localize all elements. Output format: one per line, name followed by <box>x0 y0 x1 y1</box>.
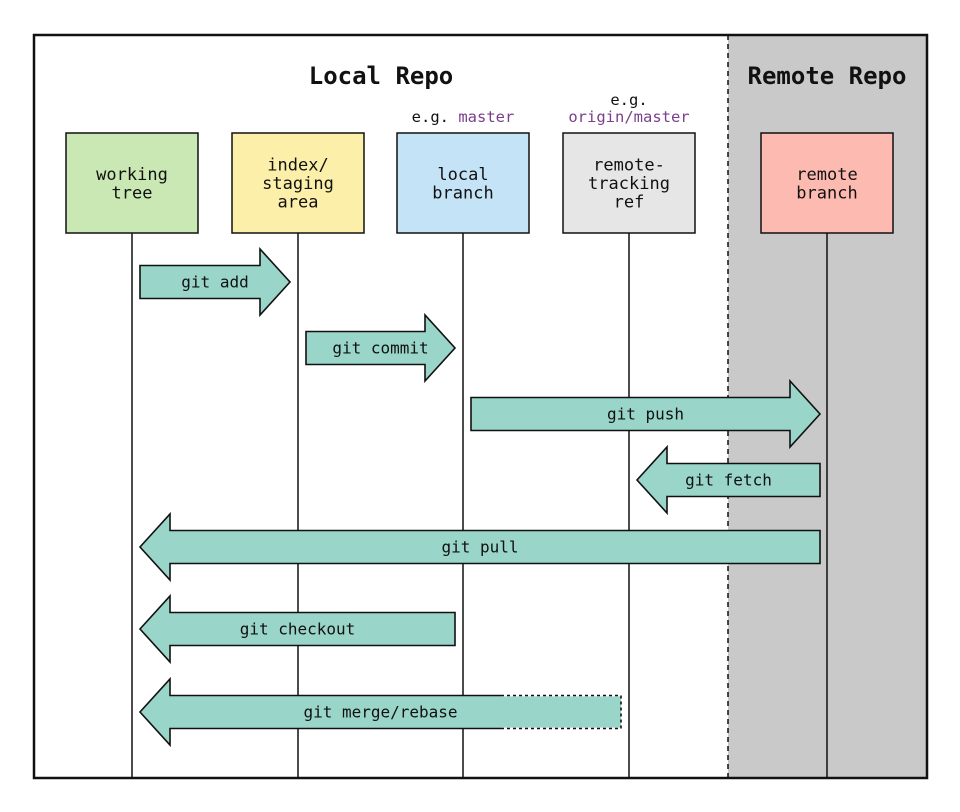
git-push-arrow: git push <box>470 378 822 450</box>
working-tree-label-line: working <box>96 165 168 185</box>
git-pull-arrow: git pull <box>138 511 821 583</box>
working-tree-box-shape <box>65 132 199 234</box>
git-fetch-label: git fetch <box>685 471 772 490</box>
git-add-label: git add <box>181 273 248 292</box>
local-repo-title: Local Repo <box>309 62 454 90</box>
git-add-arrow-shape <box>139 246 292 318</box>
diagram-frame <box>32 33 929 780</box>
staging-area-label-line: area <box>278 193 319 213</box>
boxes: workingtreeindex/stagingarealocalbranchr… <box>65 132 894 234</box>
git-checkout-label: git checkout <box>240 620 356 639</box>
remote-branch-label-line: branch <box>796 183 857 203</box>
remote-repo-title: Remote Repo <box>748 62 907 90</box>
git-add-arrow: git add <box>139 246 292 318</box>
local-branch-example: e.g. master <box>412 108 515 126</box>
git-merge-rebase-dashed-tail <box>501 694 622 730</box>
local-branch-label-line: local <box>437 165 488 185</box>
git-push-label: git push <box>607 405 684 424</box>
working-tree-label-line: tree <box>112 183 153 203</box>
remote-branch-box-shape <box>760 132 894 234</box>
git-merge-rebase-tail-fill <box>501 696 621 728</box>
git-pull-label: git pull <box>441 538 518 557</box>
git-fetch-arrow: git fetch <box>635 444 821 516</box>
command-arrows: git add git commit git push git fetch git pu… <box>138 246 822 748</box>
git-fetch-arrow-shape <box>635 444 821 516</box>
remote-tracking-ref-label-line: tracking <box>588 174 670 194</box>
git-commit-arrow: git commit <box>305 312 457 384</box>
git-merge-rebase-arrow: git merge/rebase <box>138 676 623 748</box>
git-checkout-arrow: git checkout <box>138 593 456 665</box>
remote-tracking-ref-box-shape <box>562 132 696 234</box>
remote-tracking-ref-label-line: ref <box>614 193 645 213</box>
lifelines <box>131 233 828 778</box>
git-commit-label: git commit <box>332 339 428 358</box>
local-branch-example-prefix: e.g. <box>412 108 449 126</box>
staging-area-label-line: staging <box>262 174 334 194</box>
git-commit-arrow-shape <box>305 312 457 384</box>
git-merge-rebase-label: git merge/rebase <box>303 703 457 722</box>
remote-branch-label-line: remote <box>796 165 857 185</box>
local-branch-label-line: branch <box>432 183 493 203</box>
git-checkout-arrow-shape <box>138 593 456 665</box>
remote-tracking-example-prefix: e.g. <box>610 91 647 109</box>
local-branch-box-shape <box>396 132 530 234</box>
remote-tracking-ref-label-line: remote- <box>593 156 665 176</box>
staging-area-box-shape <box>231 132 365 234</box>
git-push-arrow-shape <box>470 378 822 450</box>
local-branch-example-name: master <box>458 108 514 126</box>
staging-area-label-line: index/ <box>267 156 328 176</box>
remote-tracking-example-name: origin/master <box>568 108 689 126</box>
git-pull-arrow-shape <box>138 511 821 583</box>
